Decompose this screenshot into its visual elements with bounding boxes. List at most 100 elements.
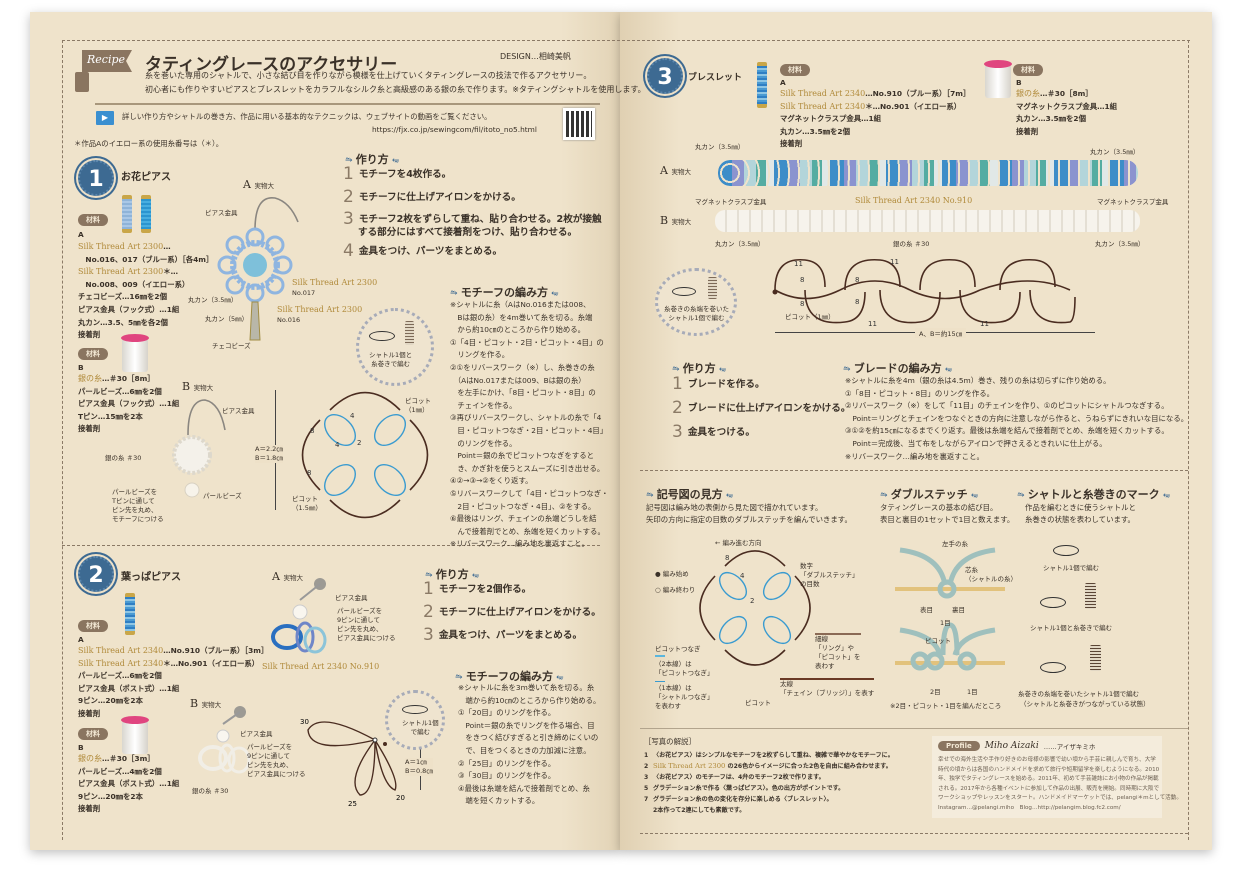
text-line: 丸カン…3.5㎜を2個 [780,126,970,139]
l: 芯糸 [965,566,978,574]
qr-code[interactable] [563,108,595,140]
shuttle-marks-text: 糸巻きの状態を表わしています。 [1025,515,1135,524]
text-line: No.008、009（イエロー系） [78,279,213,292]
photo-note: 1〈お花ピアス〉はシンプルなモチーフを2枚ずらして重ね、複雑で華やかなモチーフに… [644,750,894,761]
text-line: Silk Thread Art 2340＊…No.901（イエロー系） [78,658,268,671]
shuttle-note: シャトル1個で編む [402,719,439,737]
label: A [660,164,668,177]
size-label: 実物大 [254,182,274,190]
text-line: き、かぎ針を使うとスムーズに引き出せる。 [450,463,605,473]
text-line: ①「20目」のリングを作る。 [458,708,556,718]
shuttle-icon [1040,597,1066,608]
l: シャトル1個で編む [668,314,725,322]
step-text: ブレードに仕上げアイロンをかける。 [687,403,851,414]
material-text: ピアス金具（ポスト式）…1組 [78,779,180,789]
note-number: 2 [644,763,649,770]
material-text: パールビーズ…6㎜を2個 [78,386,162,396]
size-label: 実物大 [193,384,214,392]
leaf-motif-diagram: 30 25 20 [300,718,405,808]
materials-b-label: B [1016,78,1022,87]
thread-brand: Silk Thread Art 2300 [653,762,726,770]
l: を表わす [655,702,681,710]
text-line: 接着剤 [78,423,179,436]
count: 8 [725,554,729,562]
material-text: 9ピン…20㎜を2本 [78,791,143,801]
text-line: Point＝完成後、当て布をしながらアイロンで押さえるときれいに仕上がる。 [845,438,1107,448]
ring-label: 丸カン（3.5㎜） [1095,240,1145,248]
shuttle-icon [1053,545,1079,556]
ring-label: 丸カン（3.5㎜） [715,240,765,248]
material-text: 9ピン…20㎜を2本 [78,696,143,706]
photo-a-label: A 実物大 [243,178,274,191]
text-line: Silk Thread Art 2340＊…No.901（イエロー系） [780,101,970,114]
thread-label: Silk Thread Art 2340 No.910 [855,196,973,205]
shuttle-icon [1040,662,1066,673]
section-badge: 2 [78,556,114,592]
l: 「リング」や [815,644,854,652]
bracelet-a-label: A 実物大 [660,164,691,177]
material-text: 接着剤 [780,139,803,149]
text-line: を左手にかけ、「8目・ピコット・8目」の [450,388,596,398]
text-line: 目・ピコットつなぎ・2目・ピコット・4目」 [450,425,608,435]
picot-join-label: ピコットつなぎ [655,645,701,653]
thread-label: 銀の糸 ＃30 [105,454,142,462]
recipe-flag: Recipe [72,46,132,96]
symbols-text: 記号図は編み地の表側から見た図で描かれています。 [646,503,823,512]
note-line: Tピンに通して [112,497,155,505]
text-line: ワークショップやレッスンをスタート。ハンドメイドマーケットでは、pelangi＊… [938,795,1182,801]
count-label: 25 [348,800,357,808]
ring-label: 丸カン（5㎜） [205,315,249,323]
thread-brand: Silk Thread Art 2300 [78,242,164,251]
text-line: 2目・ピコットつなぎ・4目」、②をする。 [450,501,596,511]
text-line: ①「4目・ピコット・2目・ピコット・4目」の [450,337,604,347]
svg-text:11: 11 [890,258,899,266]
dim: B＝0.8㎝ [405,767,433,775]
material-text: ピアス金具（ポスト式）…1組 [78,683,180,693]
l: ピコット [405,397,431,405]
thread-reel-icon [1085,583,1096,609]
materials-pill: 材料 [78,348,108,360]
clasp-label: マグネットクラスプ金具 [695,198,767,206]
text-line: ③「30目」のリングを作る。 [458,771,556,781]
bracelet-b-photo [715,210,1140,232]
material-text: …No.910（ブルー系）［7m］ [865,89,971,98]
text-line: ※リバースワーク…編み地を裏返すこと。 [845,451,984,461]
braid-title: ブレードの編み方 [843,360,952,376]
photo-notes-title: ［写真の解説］ [644,737,696,746]
text-line: No.016、017（ブルー系）［各4m］ [78,254,213,267]
thread-brand: 銀の糸 [1016,89,1040,98]
method-title: 作り方 [345,151,399,167]
material-text: ＊… [163,267,178,277]
thread-brand: Silk Thread Art 2340 [780,101,866,111]
l: 「ダブルステッチ」 [800,571,859,579]
thin-label: 細線「リング」や「ピコット」を表わす [815,633,861,671]
text-line: 9ピン…20㎜を2本 [78,791,179,804]
step-text: モチーフに仕上げアイロンをかける。 [438,607,601,618]
text-line: 接着剤 [78,708,268,721]
symbol-diagram: 842 [699,550,811,666]
symbols-text: 矢印の方向に指定の目数のダブルステッチを編んでいきます。 [646,515,852,524]
svg-text:8: 8 [855,276,859,284]
label: A [243,178,251,191]
end-label: ○ 編み終わり [655,586,696,594]
method-title: 作り方 [425,566,479,582]
text-line: パールビーズ…6㎜を2個 [78,386,179,399]
materials-b-label: B [78,363,84,372]
url-link[interactable]: https://fjx.co.jp/sewingcom/fil/itoto_no… [372,125,537,134]
text-line: 銀の糸…＃30［8m］ [1016,88,1117,101]
material-text: … [163,242,171,251]
symbols-title: 記号図の見方 [646,486,733,502]
label: B [190,697,199,710]
text-line: ②①をリバースワーク（※）し、糸巻きの糸 [450,362,595,372]
core-thread-label: 芯糸（シャトルの糸） [965,566,1017,584]
thread-number: No.016 [277,316,301,324]
direction-label: ← 編み進む方向 [715,539,762,547]
